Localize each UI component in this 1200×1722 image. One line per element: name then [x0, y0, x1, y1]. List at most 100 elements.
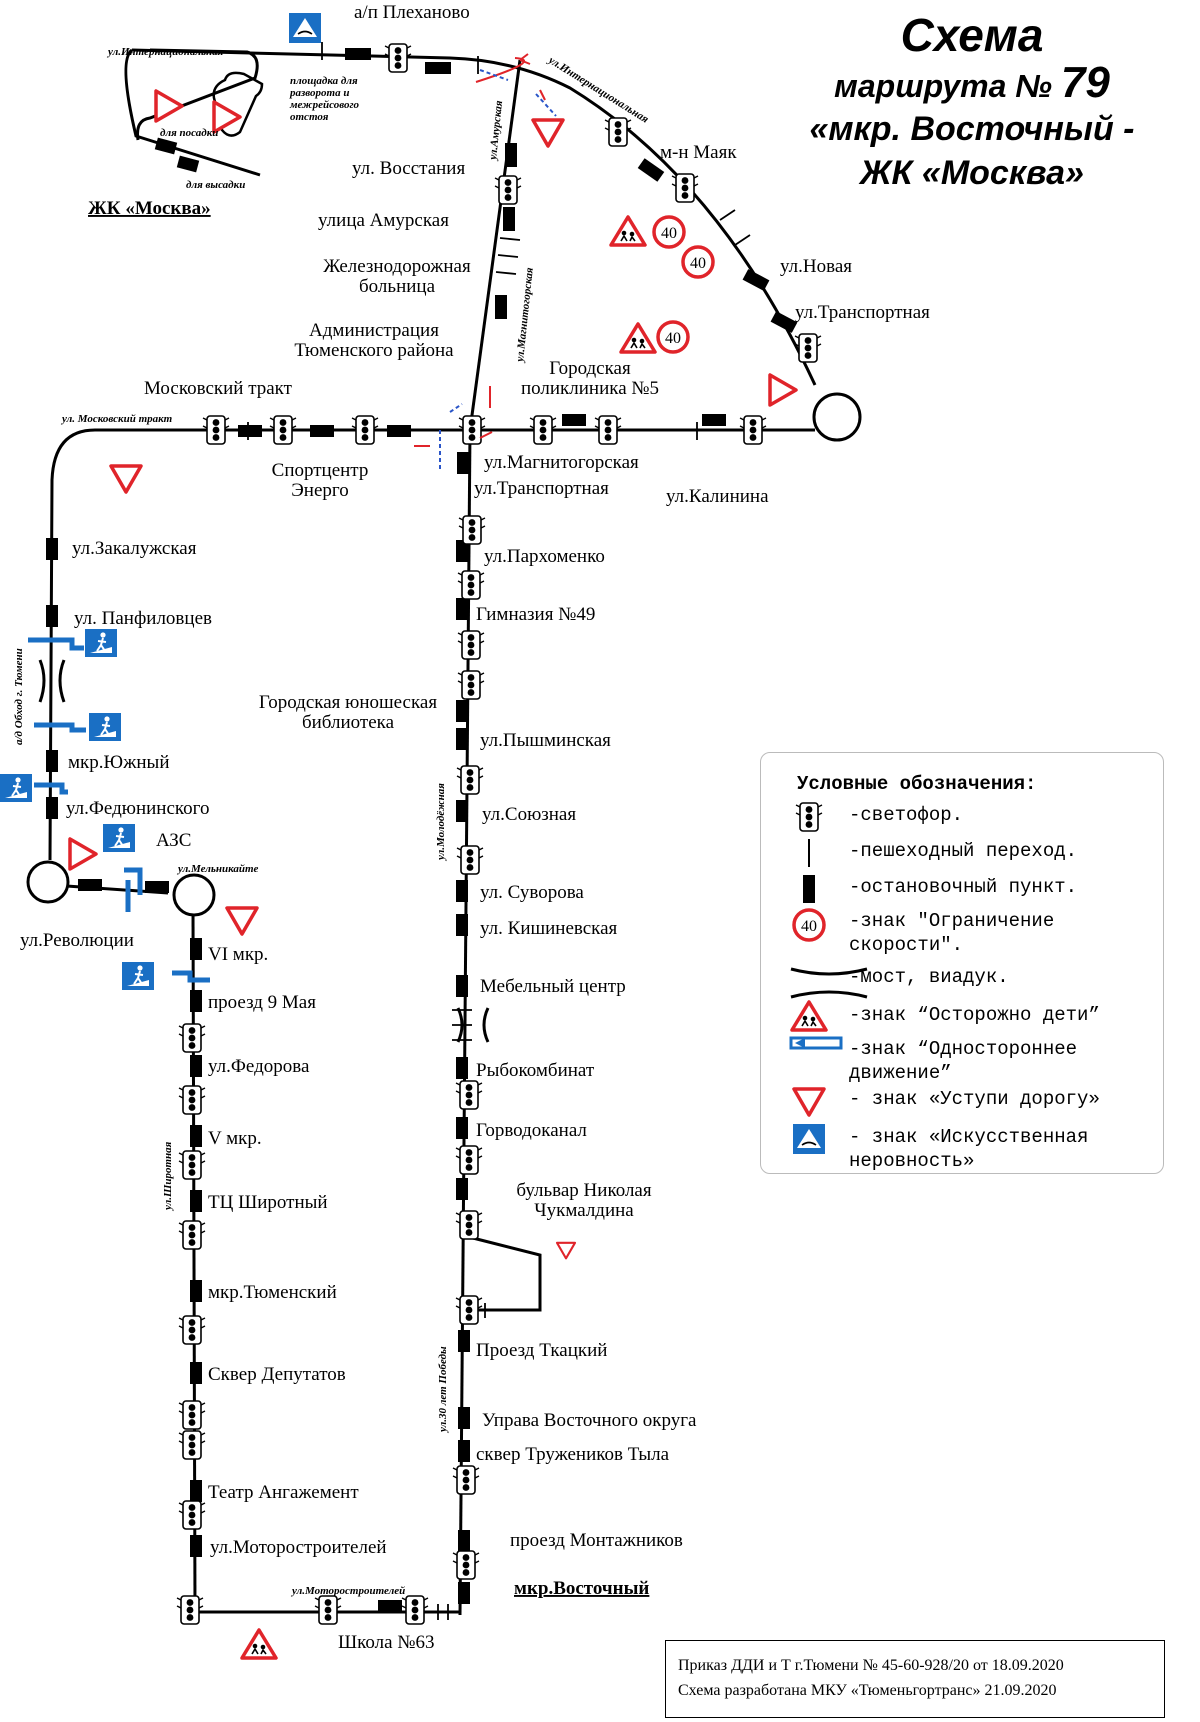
label-kalinina: ул.Калинина — [666, 486, 769, 507]
traffic-light-icon — [458, 415, 486, 445]
traffic-light-icon — [457, 670, 485, 700]
label-boarding: для посадки — [160, 127, 218, 139]
bus-stop-icon — [46, 605, 58, 627]
bridge-icon — [789, 961, 868, 1001]
bus-stop-icon — [457, 452, 469, 474]
traffic-light-icon — [455, 1210, 483, 1240]
crosswalk-icon — [495, 271, 517, 275]
traffic-light-icon — [455, 1145, 483, 1175]
speed-limit-value: 40 — [665, 330, 681, 347]
traffic-light-icon — [178, 1150, 206, 1180]
label-soyuznaya: ул.Союзная — [482, 804, 576, 825]
traffic-light-icon — [794, 333, 822, 363]
traffic-light-icon — [456, 765, 484, 795]
legend-item-text: -пешеходный переход. — [849, 840, 1078, 862]
crosswalk-icon — [789, 835, 839, 875]
traffic-light-icon — [739, 415, 767, 445]
bus-stop-icon — [637, 158, 665, 182]
label-panfilovtsev: ул. Панфиловцев — [74, 608, 212, 629]
street-internatsionalnaya-diag: ул.Интернациональная — [545, 53, 651, 126]
bus-stop-icon — [770, 311, 798, 333]
traffic-light-icon — [789, 799, 839, 839]
traffic-light-icon — [452, 1550, 480, 1580]
bus-stop-icon — [238, 425, 262, 437]
label-skver-deputatov: Сквер Депутатов — [208, 1364, 346, 1385]
bus-stop-icon — [458, 1440, 470, 1462]
street-obkhod: а/д Обход г. Тюмени — [13, 648, 25, 745]
order-line2: Схема разработана МКУ «Тюменьгортранс» 2… — [678, 1682, 1057, 1699]
traffic-light-icon — [457, 570, 485, 600]
traffic-light-icon — [178, 1085, 206, 1115]
street-moskovsky-trakt: ул. Московский тракт — [60, 413, 173, 425]
traffic-light-icon — [178, 1400, 206, 1430]
bus-stop-icon — [190, 990, 202, 1012]
bus-stop-icon — [190, 1535, 202, 1557]
pedestrian-sign-icon — [88, 712, 122, 742]
traffic-light-icon — [314, 1595, 342, 1625]
children-sign-icon — [609, 215, 647, 247]
yield-sign-icon — [789, 1083, 839, 1123]
bus-stop-icon — [742, 269, 770, 291]
legend-item-text: -знак "Ограничение скорости". — [849, 910, 1055, 956]
pedestrian-sign-icon — [0, 773, 33, 803]
bus-stop-icon — [505, 143, 517, 167]
label-yuzhny: мкр.Южный — [68, 752, 170, 773]
roundabout-west — [26, 860, 70, 904]
title-line3: «мкр. Восточный - — [809, 110, 1135, 148]
bridge-icon — [38, 659, 66, 703]
traffic-light-icon — [351, 415, 379, 445]
label-azs: АЗС — [156, 830, 191, 851]
children-sign-icon — [240, 1628, 278, 1660]
street-shirotnaya: ул.Широтная — [162, 1141, 174, 1212]
traffic-lights — [176, 43, 822, 1625]
label-truzhenikov: сквер Тружеников Тыла — [476, 1444, 670, 1465]
legend-item-text: -мост, виадук. — [849, 966, 1009, 988]
traffic-light-icon — [178, 1220, 206, 1250]
pedestrian-sign-icon — [121, 961, 155, 991]
legend-item-text: -остановочный пункт. — [849, 876, 1078, 898]
bus-stop-icon — [458, 1582, 470, 1604]
one-way-icon — [172, 970, 210, 983]
label-motorostroiteley: ул.Моторостроителей — [210, 1537, 387, 1558]
speed-bump-icon — [789, 1121, 839, 1161]
label-alighting: для высадки — [186, 179, 245, 191]
label-v-mkr: V мкр. — [208, 1128, 262, 1149]
traffic-light-icon — [178, 1315, 206, 1345]
street-pobedy: ул.30 лет Победы — [437, 1346, 449, 1434]
one-way-markers — [28, 637, 210, 983]
bus-stop-icon — [456, 880, 468, 902]
label-tyumensky: мкр.Тюменский — [208, 1282, 337, 1303]
yield-sign-icon — [555, 1241, 577, 1260]
label-revolyutsii: ул.Революции — [20, 930, 134, 951]
label-transportnaya: ул.Транспортная — [474, 478, 609, 499]
bus-stop-icon — [456, 800, 468, 822]
order-note: Приказ ДДИ и Т г.Тюмени № 45-60-928/20 о… — [665, 1640, 1165, 1718]
roundabout-melnikaite — [172, 873, 216, 917]
label-montazhnikov: проезд Монтажников — [510, 1530, 683, 1551]
bus-stop-icon — [345, 48, 371, 60]
street-internatsionalnaya: ул.Интернациональная — [106, 46, 224, 58]
title-line2: маршрута № 79 — [762, 61, 1182, 107]
pedestrian-sign-icon — [84, 628, 118, 658]
crosswalk-icon — [499, 237, 521, 241]
bus-stop-icon — [456, 728, 468, 750]
label-proezd-9-maya: проезд 9 Мая — [208, 992, 316, 1013]
bus-stop-icon — [387, 425, 411, 437]
bus-stop-icon — [702, 414, 726, 426]
speed-signs: 40 40 40 — [652, 215, 715, 354]
traffic-light-icon — [529, 415, 557, 445]
one-way-icon — [28, 637, 84, 651]
label-gorvodokanal: Горводоканал — [476, 1120, 587, 1141]
bridge-icon — [456, 1007, 490, 1043]
label-vosstaniya: ул. Восстания — [352, 158, 465, 179]
label-fedorova: ул.Федорова — [208, 1056, 310, 1077]
bus-stop-icon — [78, 879, 102, 891]
yield-sign-icon — [154, 89, 184, 123]
yield-sign-icon — [225, 906, 259, 936]
turn-area — [212, 71, 264, 137]
